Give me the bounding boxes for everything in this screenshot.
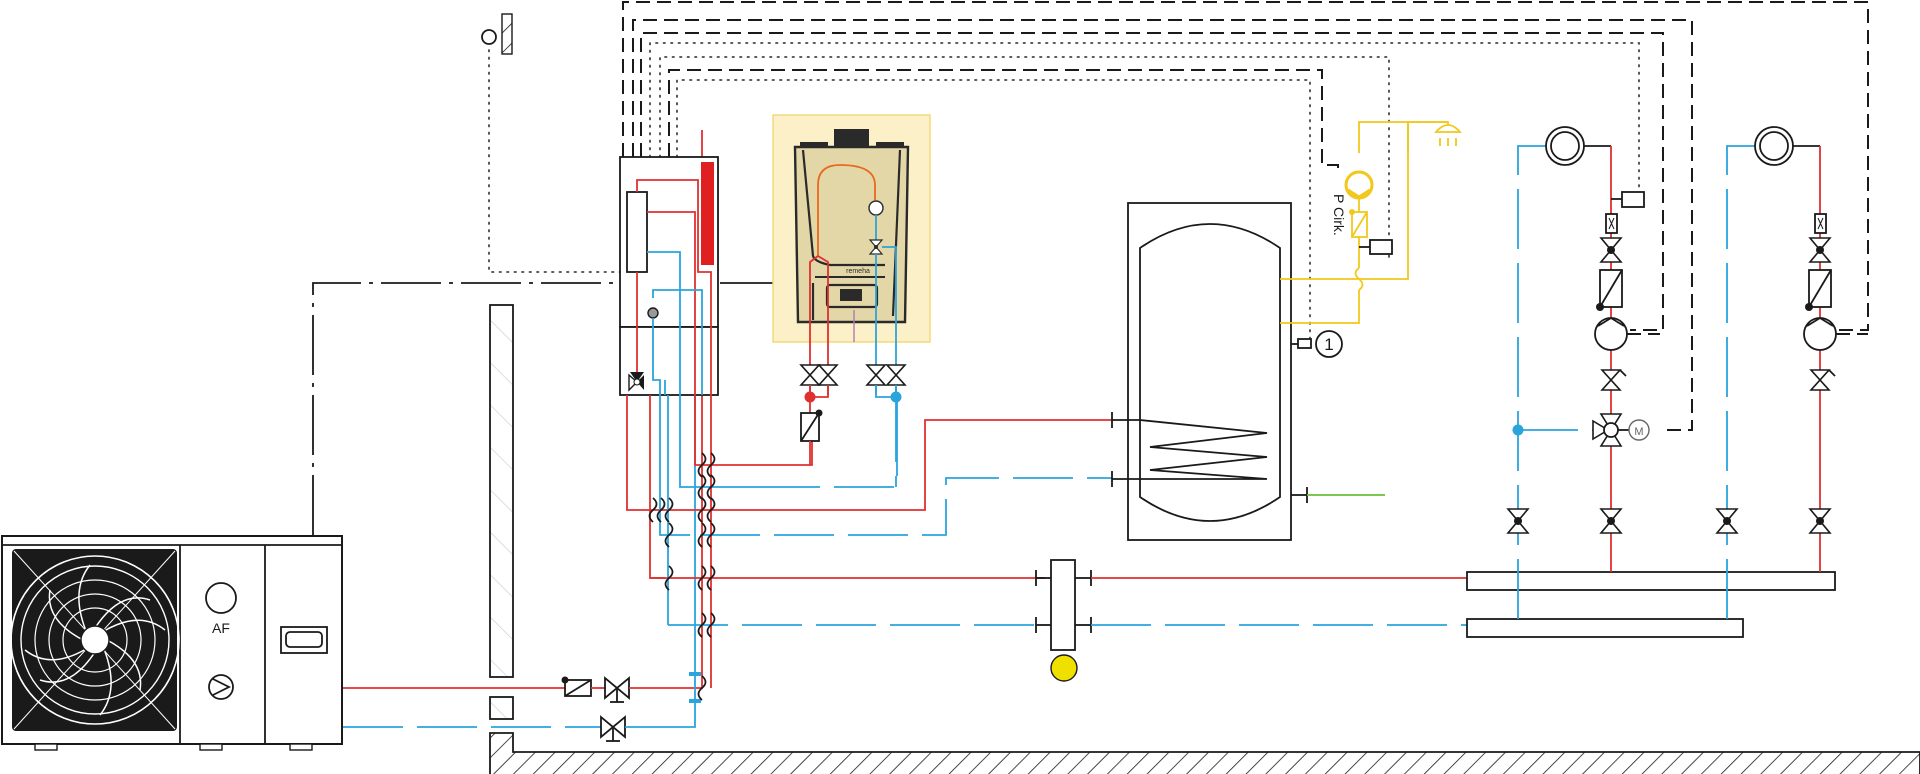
return-manifold [1466,618,1744,638]
diverter-valve-icon [628,372,644,392]
indoor-hydro-unit [619,156,719,396]
heating-circuit-1: M [1507,126,1660,619]
dhw-cylinder: 1 [1111,202,1385,541]
gas-boiler: remeha [772,114,931,343]
hydraulic-separator [900,559,1467,682]
boiler-brand: remeha [846,268,870,275]
backup-heater [701,162,714,265]
control-cables [312,1,1869,535]
outdoor-heat-pump: AF [1,535,343,751]
cylinder-sensor-marker: 1 [1324,335,1333,354]
circuit-2-pump-icon [1803,317,1837,351]
boiler-connections [800,342,906,487]
supply-manifold [1466,571,1836,591]
system-piping [626,395,1112,701]
buffer-sensor [1050,654,1078,682]
dhw-circulation: P Cirk. [1280,121,1462,324]
circuit-1-pump-icon [1594,317,1628,351]
floor-slab [489,732,1920,774]
outdoor-unit-label: AF [212,620,230,636]
mixing-valve-icon: M [1592,413,1650,447]
dhw-circulation-pump-label: P Cirk. [1331,194,1347,236]
heating-circuit-2 [1716,126,1868,619]
building-wall [489,304,514,720]
outdoor-temp-sensor [481,13,621,273]
fan-grille-icon [10,550,180,730]
mixing-valve-actuator-label: M [1634,426,1643,438]
